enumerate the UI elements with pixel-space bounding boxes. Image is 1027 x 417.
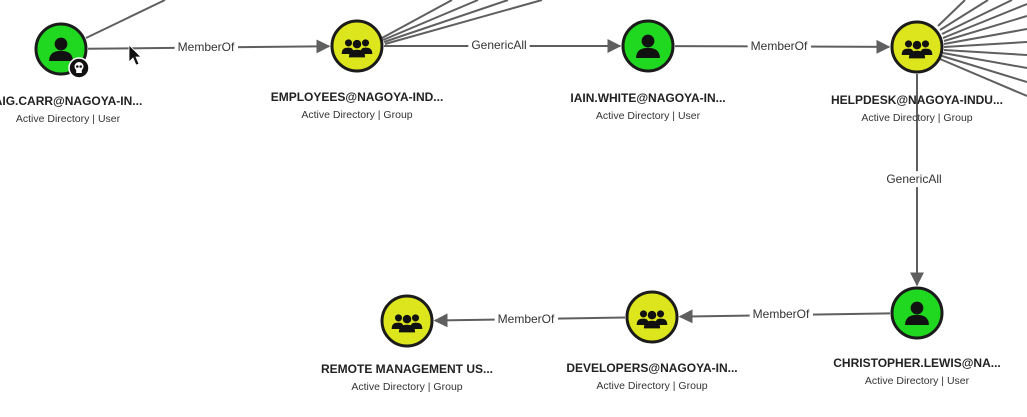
edge-label: GenericAll [886, 172, 941, 186]
edge-label: MemberOf [178, 40, 235, 54]
offscreen-edge [383, 0, 509, 43]
offscreen-edge [939, 0, 989, 31]
node-employees[interactable]: EMPLOYEES@NAGOYA-IND... Active Directory … [271, 19, 444, 121]
edge-genericall[interactable]: GenericAll [883, 74, 945, 287]
node-subtitle: Active Directory | User [865, 375, 970, 387]
offscreen-edge [943, 49, 1027, 56]
offscreen-edge [382, 0, 479, 41]
node-subtitle: Active Directory | Group [861, 112, 972, 124]
edge-label: MemberOf [753, 307, 810, 321]
node-subtitle: Active Directory | Group [596, 380, 707, 392]
node-title: EMPLOYEES@NAGOYA-IND... [271, 90, 444, 104]
node-subtitle: Active Directory | Group [351, 381, 462, 393]
offscreen-edge [943, 28, 1027, 45]
node-title: REMOTE MANAGEMENT US... [321, 362, 493, 376]
node-iain[interactable]: IAIN.WHITE@NAGOYA-IN... Active Directory … [570, 19, 726, 122]
node-subtitle: Active Directory | Group [301, 109, 412, 121]
node-remote[interactable]: REMOTE MANAGEMENT US... Active Directory … [321, 294, 493, 393]
offscreen-edge [943, 41, 1027, 48]
edge-memberof[interactable]: MemberOf [678, 306, 891, 324]
node-subtitle: Active Directory | User [16, 113, 121, 125]
skull-badge-icon [68, 57, 90, 79]
edge-label-background [468, 37, 530, 54]
edge-label-background [747, 38, 811, 55]
edge-memberof[interactable]: MemberOf [674, 38, 891, 55]
offscreen-edge [942, 52, 1027, 69]
node-developers[interactable]: DEVELOPERS@NAGOYA-IN... Active Directory … [566, 290, 738, 392]
node-craig[interactable]: AIG.CARR@NAGOYA-IN... Active Directory | … [0, 22, 142, 125]
edge-label: MemberOf [498, 312, 555, 326]
edge-genericall[interactable]: GenericAll [384, 37, 622, 54]
offscreen-edges [85, 0, 1027, 97]
edge-label-background [883, 171, 945, 188]
node-title: CHRISTOPHER.LEWIS@NA... [833, 356, 1001, 370]
offscreen-edge [381, 0, 453, 39]
node-title: HELPDESK@NAGOYA-INDU... [831, 93, 1003, 107]
edge-memberof[interactable]: MemberOf [87, 39, 331, 56]
offscreen-edge [939, 58, 1027, 97]
edge-label: GenericAll [471, 38, 526, 52]
offscreen-edge [941, 55, 1027, 83]
node-title: DEVELOPERS@NAGOYA-IN... [566, 361, 737, 375]
offscreen-edge [943, 15, 1027, 42]
node-helpdesk[interactable]: HELPDESK@NAGOYA-INDU... Active Directory … [831, 20, 1003, 124]
offscreen-edge [937, 0, 966, 27]
offscreen-edge [384, 0, 543, 45]
nodes-layer: AIG.CARR@NAGOYA-IN... Active Directory | … [0, 19, 1003, 393]
offscreen-edge [85, 0, 166, 39]
edge-label-background [749, 306, 813, 323]
node-christopher[interactable]: CHRISTOPHER.LEWIS@NA... Active Directory … [833, 286, 1001, 387]
edge-label-background [494, 311, 558, 328]
node-title: IAIN.WHITE@NAGOYA-IN... [570, 91, 725, 105]
edge-label: MemberOf [751, 39, 808, 53]
offscreen-edge [941, 0, 1013, 35]
edge-label-background [174, 39, 238, 56]
mouse-cursor-icon [128, 44, 142, 66]
edge-memberof[interactable]: MemberOf [433, 311, 626, 328]
node-title: AIG.CARR@NAGOYA-IN... [0, 94, 142, 108]
offscreen-edge [942, 3, 1027, 39]
node-subtitle: Active Directory | User [596, 110, 701, 122]
